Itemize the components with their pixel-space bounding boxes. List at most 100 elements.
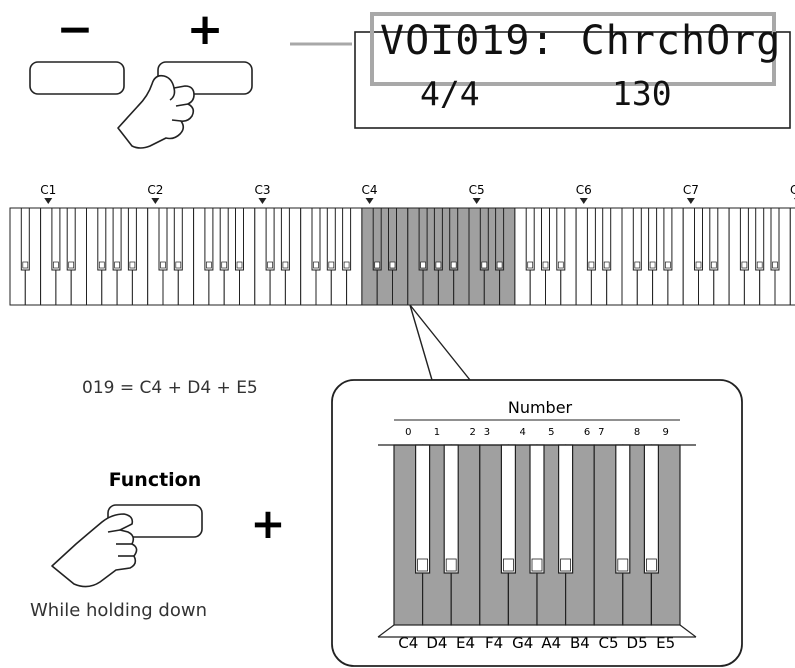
black-key-highlight	[603, 261, 610, 269]
octave-label: C8	[790, 183, 795, 197]
black-key-highlight	[343, 261, 350, 269]
lcd-display	[354, 31, 791, 129]
black-key-dsharp1[interactable]	[66, 207, 76, 271]
piano-keyboard	[9, 207, 795, 306]
zoom-black-key-highlight	[502, 558, 514, 572]
octave-marker-icon	[579, 198, 588, 204]
zoom-black-key[interactable]	[500, 444, 516, 574]
black-key-asharp7[interactable]	[770, 207, 780, 271]
black-key-highlight	[542, 261, 549, 269]
black-key-asharp0[interactable]	[20, 207, 30, 271]
black-key-highlight	[22, 261, 29, 269]
zoom-black-key[interactable]	[415, 444, 431, 574]
pressing-hand-icon	[117, 74, 195, 149]
black-key-gsharp2[interactable]	[219, 207, 229, 271]
octave-label: C5	[469, 183, 485, 197]
zoom-black-key-highlight	[445, 558, 457, 572]
zoom-black-key[interactable]	[529, 444, 545, 574]
zoom-black-key[interactable]	[443, 444, 459, 574]
zoom-note-label: E5	[656, 634, 675, 652]
black-key-fsharp6[interactable]	[632, 207, 642, 271]
black-key-dsharp2[interactable]	[173, 207, 183, 271]
black-key-csharp6[interactable]	[586, 207, 596, 271]
black-key-highlight	[588, 261, 595, 269]
black-key-highlight	[221, 261, 228, 269]
zoom-black-key[interactable]	[615, 444, 631, 574]
black-key-fsharp4[interactable]	[418, 207, 428, 271]
zoom-note-label: F4	[485, 634, 503, 652]
black-key-gsharp7[interactable]	[755, 207, 765, 271]
octave-marker-icon	[365, 198, 374, 204]
formula-text: 019 = C4 + D4 + E5	[82, 378, 258, 398]
black-key-highlight	[772, 261, 778, 269]
zoom-black-key-highlight	[560, 558, 571, 572]
black-key-csharp2[interactable]	[158, 207, 168, 271]
black-key-csharp7[interactable]	[694, 207, 703, 271]
black-key-dsharp3[interactable]	[280, 207, 290, 271]
zoom-black-key-highlight	[646, 558, 657, 572]
black-key-highlight	[267, 261, 273, 269]
zoom-black-key[interactable]	[557, 444, 574, 574]
black-key-asharp2[interactable]	[235, 207, 244, 271]
octave-label: C2	[147, 183, 163, 197]
black-key-highlight	[160, 261, 166, 269]
combine-plus-sign: +	[250, 499, 285, 548]
octave-marker-icon	[44, 198, 53, 204]
black-key-fsharp7[interactable]	[739, 207, 749, 271]
black-key-highlight	[496, 261, 503, 269]
black-key-gsharp1[interactable]	[112, 207, 122, 271]
black-key-asharp5[interactable]	[556, 207, 566, 271]
zoom-note-label: C5	[598, 634, 618, 652]
black-key-highlight	[389, 261, 396, 269]
black-key-gsharp6[interactable]	[648, 207, 658, 271]
minus-sign: −	[57, 4, 94, 55]
black-key-gsharp5[interactable]	[541, 207, 550, 271]
minus-button[interactable]	[29, 61, 125, 95]
octave-marker-icon	[258, 198, 267, 204]
octave-label: C4	[362, 183, 378, 197]
black-key-highlight	[634, 261, 641, 269]
black-key-gsharp4[interactable]	[433, 207, 443, 271]
black-key-fsharp5[interactable]	[525, 207, 535, 271]
black-key-asharp1[interactable]	[127, 207, 137, 271]
lcd-time-signature: 4/4	[420, 74, 480, 113]
black-key-dsharp4[interactable]	[388, 207, 397, 271]
black-key-highlight	[282, 261, 289, 269]
black-key-highlight	[374, 261, 381, 269]
black-key-fsharp2[interactable]	[204, 207, 214, 271]
number-title: Number	[508, 398, 573, 417]
black-key-csharp3[interactable]	[265, 207, 275, 271]
number-digit: 4	[520, 427, 526, 438]
black-key-dsharp6[interactable]	[602, 207, 612, 271]
black-key-highlight	[420, 261, 426, 269]
black-key-csharp1[interactable]	[51, 207, 61, 271]
zoom-edge-left	[377, 624, 395, 638]
black-key-asharp6[interactable]	[663, 207, 673, 271]
black-key-highlight	[695, 261, 702, 269]
black-key-asharp4[interactable]	[449, 207, 459, 271]
zoom-note-label: C4	[398, 634, 418, 652]
octave-markers: C1C2C3C4C5C6C7C8	[40, 183, 795, 204]
black-key-highlight	[98, 261, 105, 269]
black-key-dsharp5[interactable]	[495, 207, 505, 271]
octave-label: C7	[683, 183, 699, 197]
white-key-c8[interactable]	[789, 207, 795, 306]
black-key-csharp4[interactable]	[372, 207, 382, 271]
black-key-csharp5[interactable]	[479, 207, 489, 271]
black-key-highlight	[481, 261, 488, 269]
black-key-fsharp3[interactable]	[311, 207, 321, 271]
black-key-dsharp7[interactable]	[709, 207, 719, 271]
black-key-fsharp1[interactable]	[97, 207, 107, 271]
black-key-asharp3[interactable]	[342, 207, 352, 271]
zoom-black-key-highlight	[531, 558, 543, 572]
number-digit: 0	[405, 427, 411, 438]
black-key-highlight	[114, 261, 120, 269]
black-key-highlight	[527, 261, 534, 269]
zoom-note-label: G4	[512, 634, 533, 652]
black-key-highlight	[206, 261, 212, 269]
zoom-black-key[interactable]	[643, 444, 660, 574]
hold-instruction: While holding down	[30, 600, 207, 621]
black-key-gsharp3[interactable]	[326, 207, 336, 271]
zoom-note-label: B4	[570, 634, 590, 652]
